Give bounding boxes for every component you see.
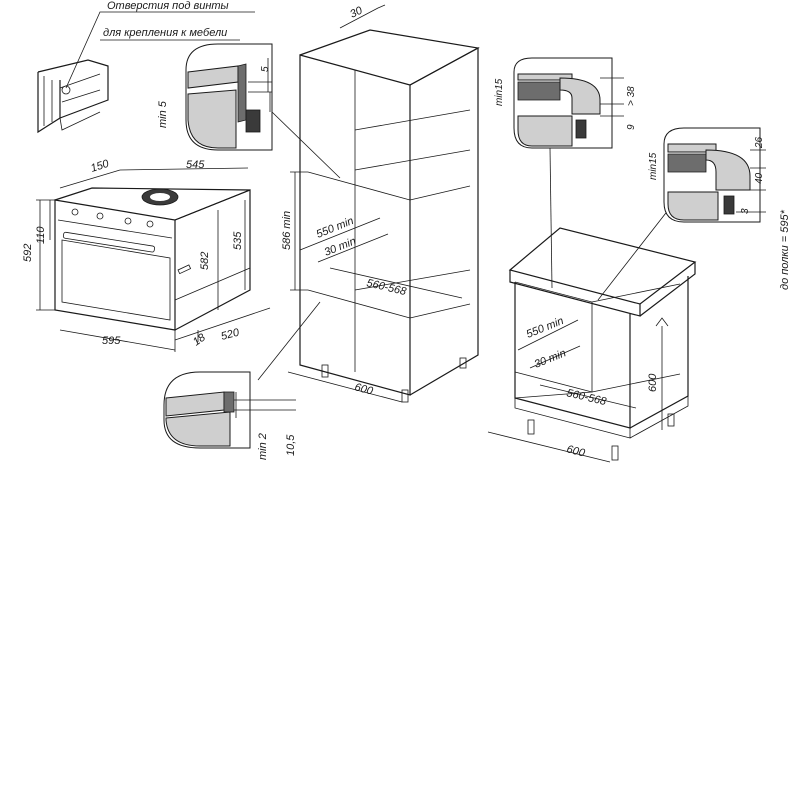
undercounter-detail2-top: 26 bbox=[754, 136, 765, 149]
undercounter-cabinet-drawing bbox=[487, 147, 697, 463]
oven-height-body: 535 bbox=[232, 231, 244, 250]
undercounter-detail2-gap: 3 bbox=[740, 208, 751, 214]
oven-depth-top: 150 bbox=[89, 157, 111, 174]
oven-height-side: 582 bbox=[199, 252, 211, 270]
column-bottom-detail-gap: 10,5 bbox=[285, 434, 297, 456]
column-opening-width: 560-568 bbox=[365, 277, 408, 298]
column-bottom-detail-min: min 2 bbox=[257, 433, 269, 460]
undercounter-rear-gap: 30 min bbox=[533, 347, 568, 370]
undercounter-cabinet-width: 600 bbox=[565, 443, 587, 460]
undercounter-detail-2 bbox=[663, 127, 766, 223]
oven-drawing bbox=[36, 167, 271, 352]
screw-holes-label: Отверстия под винты bbox=[107, 0, 229, 12]
undercounter-cabinet-height: 600 bbox=[647, 373, 659, 392]
column-cabinet-drawing bbox=[257, 4, 480, 403]
oven-width-top: 545 bbox=[186, 159, 205, 171]
column-top-detail-gap: 5 bbox=[260, 66, 271, 72]
column-opening-height: 586 min bbox=[281, 211, 293, 250]
oven-height-total: 592 bbox=[22, 244, 34, 262]
column-bottom-detail bbox=[163, 371, 296, 449]
undercounter-detail1-height: > 38 bbox=[626, 86, 637, 106]
oven-depth-body: 520 bbox=[220, 326, 242, 343]
shelf-note: до полки = 595* bbox=[779, 209, 791, 290]
undercounter-detail1-gap: 9 bbox=[626, 124, 637, 130]
oven-width-front: 595 bbox=[102, 335, 121, 347]
column-cabinet-width: 600 bbox=[353, 381, 375, 398]
screw-hole-detail bbox=[37, 11, 255, 134]
undercounter-detail1-min: min15 bbox=[494, 78, 505, 106]
undercounter-detail-1 bbox=[513, 57, 624, 149]
undercounter-detail2-min: min15 bbox=[648, 152, 659, 180]
column-top-detail bbox=[185, 43, 273, 151]
furniture-mount-label: для крепления к мебели bbox=[103, 27, 227, 39]
column-top-detail-min: min 5 bbox=[157, 100, 169, 128]
oven-height-front-upper: 110 bbox=[35, 226, 47, 244]
column-top-gap: 30 bbox=[348, 4, 365, 20]
undercounter-detail2-height: 40 bbox=[754, 172, 765, 184]
